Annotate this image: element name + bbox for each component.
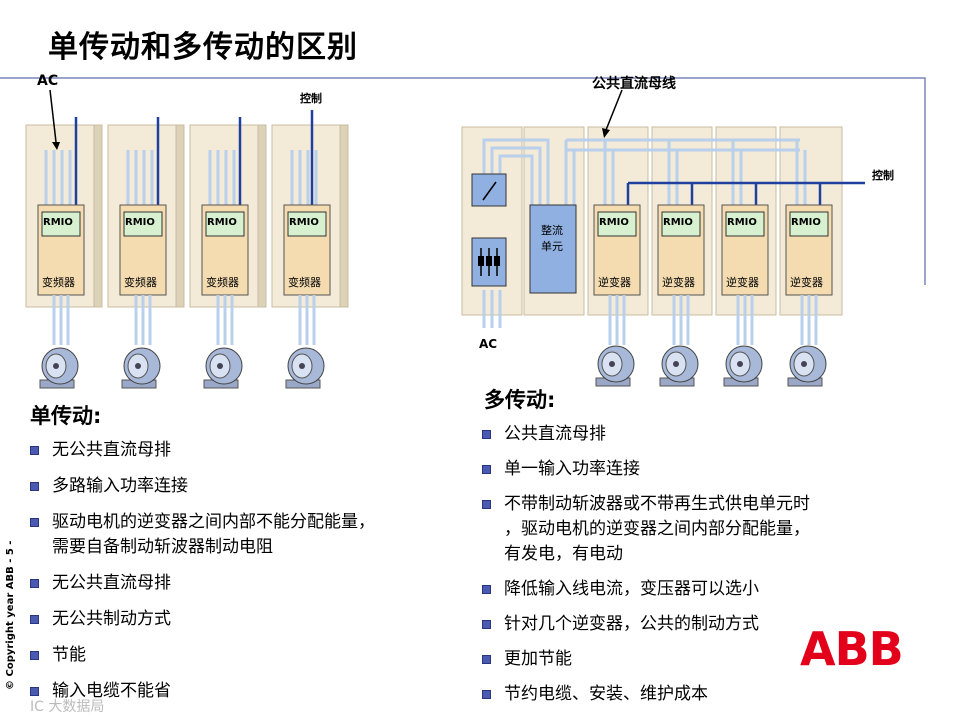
copyright-note: © Copyright year ABB - 5 -	[5, 540, 16, 690]
inverter-module	[593, 204, 641, 296]
vfd-module	[201, 204, 249, 296]
vfd-label: 变频器	[206, 276, 239, 289]
dc-bus-arrow	[605, 89, 623, 131]
inverter-module	[785, 204, 833, 296]
motor-icon	[121, 347, 161, 389]
list-item: 多路输入功率连接	[30, 474, 460, 499]
ac-label-left: AC	[37, 73, 59, 89]
control-lines	[74, 110, 314, 210]
fuse-icon	[471, 237, 507, 287]
bullet-icon	[30, 518, 39, 527]
frame-line	[0, 77, 926, 285]
inverter-module	[657, 204, 705, 296]
inverter-label: 逆变器	[790, 276, 823, 289]
list-item: 降低输入线电流，变压器可以选小	[482, 577, 942, 602]
inverter-label: 逆变器	[598, 276, 631, 289]
vfd-label: 变频器	[124, 276, 157, 289]
list-item: 无公共制动方式	[30, 607, 460, 632]
list-item: 无公共直流母排	[30, 438, 460, 463]
watermark: IC 大数据局	[30, 699, 105, 715]
bullet-icon	[482, 430, 491, 439]
motor-icon	[787, 345, 827, 387]
inverter-label: 逆变器	[726, 276, 759, 289]
list-item-continuation: 有发电，有电动	[504, 544, 623, 564]
ac-label-right: AC	[479, 337, 498, 351]
motor-icon	[723, 345, 763, 387]
bullet-icon	[482, 585, 491, 594]
drive-diagram	[0, 77, 926, 389]
list-item-continuation: 需要自备制动斩波器制动电阻	[52, 537, 273, 557]
list-item: 无公共直流母排	[30, 571, 460, 596]
list-item: 节约电缆、安装、维护成本	[482, 682, 942, 707]
bullet-icon	[30, 579, 39, 588]
list-item: 更加节能	[482, 647, 942, 672]
bullet-icon	[30, 615, 39, 624]
bullet-icon	[30, 446, 39, 455]
motor-icon	[285, 347, 325, 389]
single-drive-heading: 单传动:	[30, 404, 102, 428]
list-item: 公共直流母排	[482, 422, 942, 447]
rmio-label: RMIO	[43, 217, 73, 228]
dc-bus-label: 公共直流母线	[592, 76, 676, 92]
dc-bus	[482, 138, 807, 328]
input-cables	[44, 150, 318, 205]
list-item: 针对几个逆变器，公共的制动方式	[482, 612, 942, 637]
control-label-right: 控制	[872, 169, 894, 182]
rmio-label: RMIO	[791, 217, 821, 228]
list-item-continuation: ，驱动电机的逆变器之间内部分配能量，	[504, 519, 810, 539]
motor-icon	[595, 345, 635, 387]
switch-icon	[471, 173, 507, 207]
bullet-icon	[482, 655, 491, 664]
motor-icon	[203, 347, 243, 389]
abb-logo: ABB	[800, 622, 904, 676]
rmio-label: RMIO	[727, 217, 757, 228]
inverter-label: 逆变器	[662, 276, 695, 289]
bullet-icon	[30, 482, 39, 491]
list-item: 单一输入功率连接	[482, 457, 942, 482]
single-drive-diagram	[25, 89, 349, 389]
rmio-label: RMIO	[125, 217, 155, 228]
inverter-module	[721, 204, 769, 296]
single-drive-list: 无公共直流母排 多路输入功率连接 驱动电机的逆变器之间内部不能分配能量， 需要自…	[30, 438, 460, 704]
rmio-label: RMIO	[663, 217, 693, 228]
ac-arrow	[49, 89, 57, 143]
rectifier-unit	[529, 204, 577, 294]
bullet-icon	[30, 687, 39, 696]
vfd-module	[119, 204, 167, 296]
list-item: 驱动电机的逆变器之间内部不能分配能量，	[30, 510, 460, 535]
vfd-module	[283, 204, 331, 296]
bullet-icon	[30, 651, 39, 660]
vfd-label: 变频器	[42, 276, 75, 289]
multi-drive-list: 公共直流母排 单一输入功率连接 不带制动斩波器或不带再生式供电单元时 ，驱动电机…	[482, 422, 942, 707]
output-cables	[52, 295, 316, 345]
motor-icon	[659, 345, 699, 387]
output-cables	[608, 295, 818, 345]
rmio-label: RMIO	[599, 217, 629, 228]
list-item: 输入电缆不能省	[30, 679, 460, 704]
multi-drive-heading: 多传动:	[484, 388, 556, 412]
vfd-label: 变频器	[288, 276, 321, 289]
list-item: 节能	[30, 643, 460, 668]
bullet-icon	[482, 690, 491, 699]
page-title: 单传动和多传动的区别	[48, 30, 358, 65]
bullet-icon	[482, 620, 491, 629]
bullet-icon	[482, 465, 491, 474]
rectifier-label: 整流	[541, 224, 563, 237]
multi-drive-diagram	[461, 89, 865, 387]
rmio-label: RMIO	[207, 217, 237, 228]
motor-icon	[39, 347, 79, 389]
rmio-label: RMIO	[289, 217, 319, 228]
list-item: 不带制动斩波器或不带再生式供电单元时	[482, 492, 942, 517]
rectifier-label: 单元	[541, 240, 563, 253]
bullet-icon	[482, 500, 491, 509]
control-label-left: 控制	[300, 92, 322, 105]
vfd-module	[37, 204, 85, 296]
